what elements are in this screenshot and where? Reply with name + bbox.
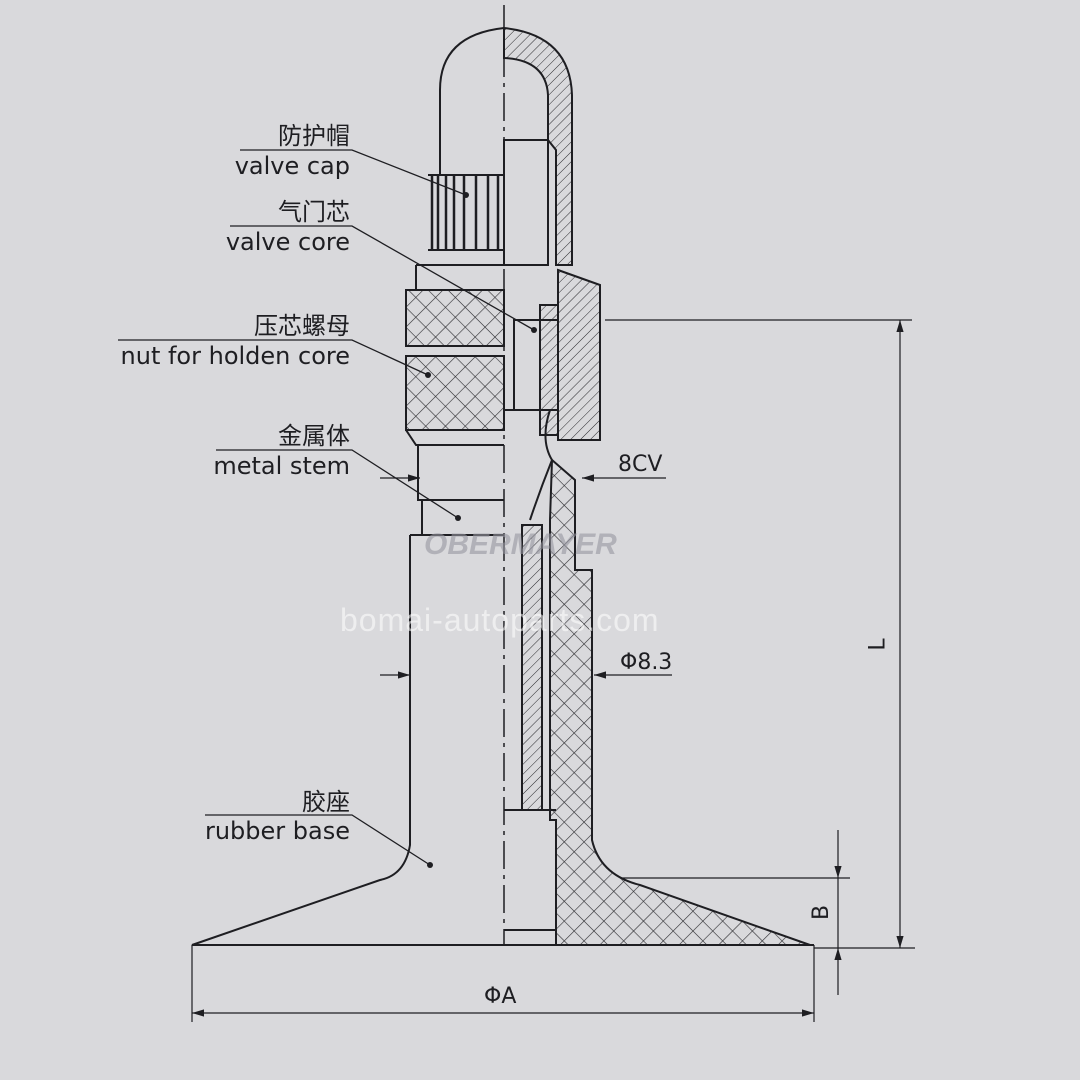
cap-grip — [430, 175, 500, 250]
rubber-body-section — [549, 457, 811, 946]
label-nut-cn: 压芯螺母 — [254, 312, 350, 340]
label-metal-stem-en: metal stem — [213, 452, 350, 480]
leader-nut — [118, 339, 429, 376]
nut-section — [557, 268, 601, 441]
nut-upper — [405, 289, 505, 347]
nut-lower — [405, 355, 505, 431]
rubber-body-left — [191, 535, 504, 946]
label-valve-core-en: valve core — [225, 228, 350, 256]
leader-valve-cap — [240, 149, 467, 196]
watermark-logo: OBERMAYER — [424, 528, 617, 561]
label-valve-cap-en: valve cap — [234, 152, 350, 180]
label-rubber-base-en: rubber base — [204, 817, 350, 845]
core-head — [503, 139, 549, 266]
dim-L: L — [865, 638, 891, 651]
stem-insert-section — [521, 524, 543, 811]
metal-stem-outline — [417, 445, 504, 501]
valve-cap-outline — [439, 27, 505, 175]
dim-phi83: Φ8.3 — [620, 650, 673, 675]
watermark-site: bomai-autoparts.com — [340, 602, 660, 638]
label-valve-cap-cn: 防护帽 — [278, 122, 350, 150]
dim-B: B — [809, 904, 835, 921]
label-metal-stem-cn: 金属体 — [278, 422, 350, 450]
label-nut-en: nut for holden core — [120, 342, 350, 370]
valve-cap-section — [503, 26, 573, 266]
label-rubber-base-cn: 胶座 — [302, 788, 350, 816]
dim-phiA: ΦA — [484, 984, 517, 1009]
leader-metal-stem — [216, 449, 459, 519]
dim-8cv: 8CV — [618, 452, 663, 477]
leader-rubber-base — [205, 814, 431, 866]
leader-valve-core — [230, 225, 535, 331]
label-valve-core-cn: 气门芯 — [278, 198, 350, 226]
